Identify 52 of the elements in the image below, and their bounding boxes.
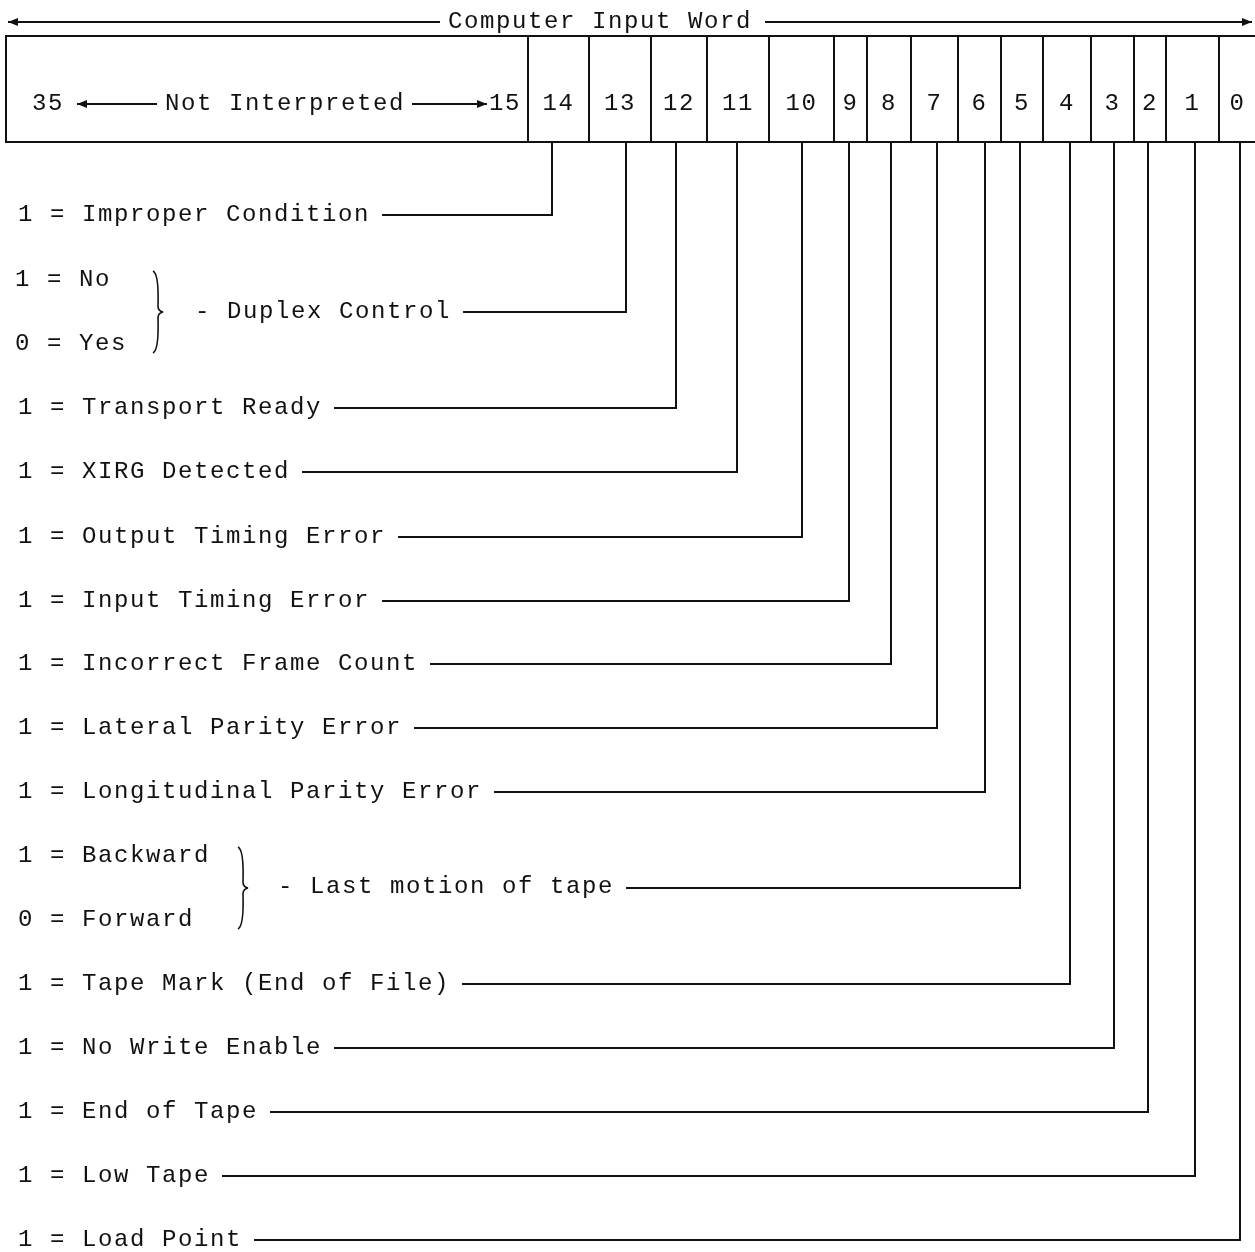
bit-description: 1 = Input Timing Error [18,587,371,615]
connector-line [413,142,938,729]
bit-description: - Duplex Control [195,298,452,326]
connector-line [381,142,553,216]
connector-line [301,142,738,473]
bit-cell: 4 [1042,35,1092,143]
bit-cell: 5 [1000,35,1044,143]
connector-line [429,142,892,665]
bit-description: 1 = Output Timing Error [18,523,387,551]
connector-line [333,142,1115,1049]
bit-description: 1 = Improper Condition [18,201,371,229]
bit-description: 1 = Longitudinal Parity Error [18,778,483,806]
bit-cell: 14 [527,35,590,143]
bit-cell: 11 [706,35,770,143]
bit-description: 1 = Incorrect Frame Count [18,650,419,678]
connector-line [625,142,1021,889]
bit-cell: 3 [1090,35,1135,143]
bit-value: 0 = Yes [15,330,128,358]
bit-number: 15 [489,90,521,118]
bit-description: 1 = No Write Enable [18,1034,323,1062]
bit-cell: 0 [1218,35,1255,143]
register-field-cell [5,35,529,143]
bit-description: 1 = Tape Mark (End of File) [18,970,451,998]
bit-cell: 12 [650,35,708,143]
connector-line [381,142,850,602]
bit-cell: 10 [768,35,835,143]
field-label: Not Interpreted [165,90,406,118]
bit-description: 1 = Load Point [18,1226,243,1252]
connector-line [461,142,1071,985]
bit-description: 1 = Low Tape [18,1162,211,1190]
bit-value: 0 = Forward [18,906,195,934]
connector-line [269,142,1149,1113]
bit-value: 1 = Backward [18,842,211,870]
bit-description: 1 = Transport Ready [18,394,323,422]
connector-line [493,142,986,793]
bit-cell: 7 [910,35,959,143]
bit-value: 1 = No [15,266,111,294]
bit-description: - Last motion of tape [278,873,615,901]
bit-cell: 1 [1165,35,1220,143]
bit-cell: 6 [957,35,1002,143]
bit-description: 1 = XIRG Detected [18,458,291,486]
bit-cell: 13 [588,35,652,143]
bit-cell: 9 [833,35,868,143]
bit-number: 35 [32,90,64,118]
connector-line [462,142,627,313]
title: Computer Input Word [448,8,753,36]
bit-cell: 8 [866,35,912,143]
connector-line [333,142,677,409]
bit-description: 1 = End of Tape [18,1098,259,1126]
bit-cell: 2 [1133,35,1167,143]
connector-line [397,142,803,538]
bit-description: 1 = Lateral Parity Error [18,714,403,742]
